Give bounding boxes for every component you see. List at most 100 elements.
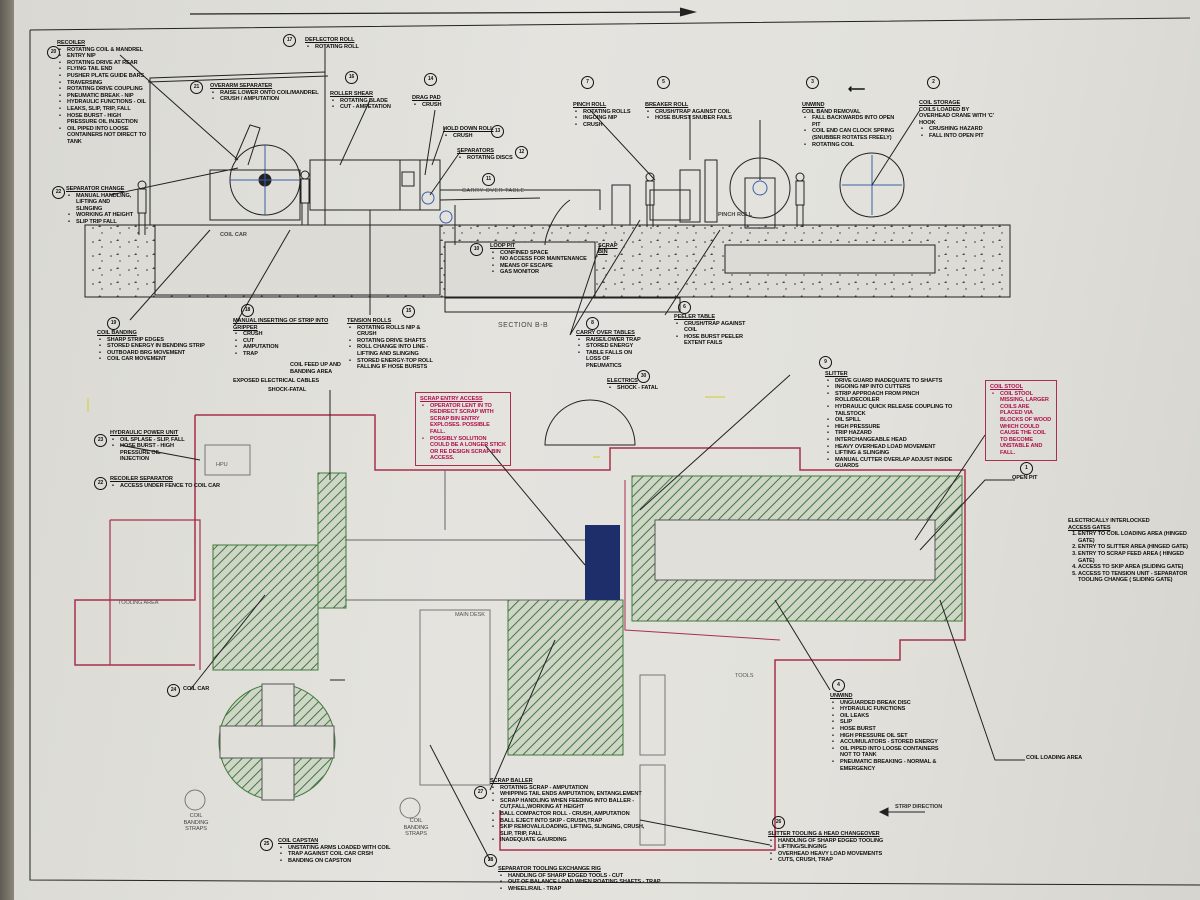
hazard-item: ACCESS UNDER FENCE TO COIL CAR — [120, 483, 220, 490]
hazard-item: CONFINED SPACE — [500, 250, 587, 257]
callout-separators: 12SEPARATORSROTATING DISCS — [457, 146, 528, 161]
hazard-item: LIFTING/SLINGING — [778, 844, 888, 851]
hazard-item: CRUSH — [422, 102, 441, 109]
callout-title: DEFLECTOR ROLL — [305, 37, 355, 43]
callout-number: 21 — [190, 81, 203, 94]
callout-number: 4 — [832, 679, 845, 692]
hazard-item: CUT — [243, 338, 333, 345]
callout-title: SEPARATORS — [457, 148, 494, 154]
hazard-item: HEAVY OVERHEAD LOAD MOVEMENT — [835, 444, 965, 451]
pinch-roll-label: PINCH ROLL — [718, 212, 753, 218]
hazard-item: MEANS OF ESCAPE — [500, 263, 587, 270]
hazard-item: HIGH PRESSURE — [835, 424, 965, 431]
hazard-item: ROTATING ROLL — [315, 44, 359, 51]
hazard-item: LEAKS, SLIP, TRIP, FALL — [67, 106, 149, 113]
callout-title: LOOP PIT — [490, 243, 516, 249]
callout-title: COIL CAR — [183, 686, 210, 692]
hazard-item: TABLE FALLS ON LOSS OF PNEUMATICS — [586, 350, 646, 370]
hazard-item: RAISE/LOWER TRAP — [586, 337, 646, 344]
hazard-item: CRUSH / AMPUTATION — [220, 96, 319, 103]
operator-figure-2 — [300, 170, 310, 225]
coil-feed-label: COIL FEED UP AND BANDING AREA — [290, 362, 341, 375]
callout-electrics: 30ELECTRICSSHOCK - FATAL — [607, 370, 658, 391]
note-title: SCRAP ENTRY ACCESS — [420, 396, 483, 402]
hazard-item: ENTRY TO SCRAP FEED AREA ( HINGED GATE) — [1078, 551, 1200, 564]
hpu-label: HPU — [216, 462, 228, 468]
callout-number: 25 — [260, 838, 273, 851]
operator-figure-4 — [795, 172, 805, 227]
callout-number: 22 — [52, 186, 65, 199]
hazard-item: UNSTATING ARMS LOADED WITH COIL — [288, 845, 391, 852]
hazard-item: TRIP HAZARD — [835, 430, 965, 437]
banding-straps-label: COIL BANDING STRAPS — [183, 813, 209, 833]
hazard-item: HOSE BURST - HIGH PRESSURE OIL INJECTION — [120, 443, 185, 463]
callout-slitter: 9SLITTERDRIVE GUARD INADEQUATE TO SHAFTS… — [819, 356, 965, 470]
callout-number: 14 — [424, 73, 437, 86]
coil-stool-note: COIL STOOLCOIL STOOL MISSING, LARGER COI… — [985, 380, 1057, 461]
operator-figure-1 — [137, 180, 147, 235]
coil-car-label: COIL CAR — [220, 232, 247, 238]
callout-title: BREAKER ROLL — [645, 102, 689, 108]
callout-number: 1 — [1020, 462, 1033, 475]
operator-figure-3 — [645, 172, 655, 227]
tools-label: TOOLS — [735, 673, 754, 679]
callout-title: SCRAP BALLER — [490, 778, 533, 784]
tooling-area-label: TOOLING AREA — [118, 600, 159, 606]
hazard-item: FALL INTO OPEN PIT — [929, 133, 999, 140]
hazard-item: ROTATING ROLLS — [583, 109, 631, 116]
hazard-item: TRAVERSING — [67, 80, 149, 87]
hazard-item: OUTBOARD BRG MOVEMENT — [107, 350, 205, 357]
hazard-item: BALL EJECT INTO SKIP - CRUSH,TRAP — [500, 818, 655, 825]
hazard-item: ROTATING DRIVE COUPLING — [67, 86, 149, 93]
hazard-item: STRIP APPROACH FROM PINCH ROLL/DECOILER — [835, 391, 965, 404]
hazard-item: FALL BACKWARDS INTO OPEN PIT — [812, 115, 897, 128]
hazard-item: DRIVE GUARD INADEQUATE TO SHAFTS — [835, 378, 965, 385]
section-label: SECTION B-B — [498, 322, 549, 329]
hazard-item: OIL SPLASE - SLIP, FALL — [120, 437, 185, 444]
callout-number: 3 — [806, 76, 819, 89]
hazard-item: CUTS, CRUSH, TRAP — [778, 857, 888, 864]
callout-number: 26 — [772, 816, 785, 829]
shock-fatal-label: SHOCK-FATAL — [268, 387, 307, 393]
callout-number: 23 — [94, 434, 107, 447]
hazard-item: COIL CAR MOVEMENT — [107, 356, 205, 363]
hazard-item: ROTATING DRIVE AT REAR — [67, 60, 149, 67]
hazard-item: OIL PIPED INTO LOOSE CONTAINERS NOT DIRE… — [67, 126, 149, 146]
callout-number: 6 — [678, 301, 691, 314]
hazard-item: ACCESS TO TENSION UNIT - SEPARATOR TOOLI… — [1078, 571, 1200, 584]
callout-number: 22 — [94, 477, 107, 490]
callout-title: SLITTER TOOLING & HEAD CHANGEOVER — [768, 831, 880, 837]
hazard-item: ENTRY TO COIL LOADING AREA (HINGED GATE) — [1078, 531, 1200, 544]
callout-title: CARRY OVER TABLES — [576, 330, 635, 336]
hazard-item: GAS MONITOR — [500, 269, 587, 276]
callout-title: TENSION ROLLS — [347, 318, 392, 324]
hazard-item: MANUAL HANDLING, LIFTING AND SLINGING — [76, 193, 136, 213]
hazard-item: CRUSHING HAZARD — [929, 126, 999, 133]
hazard-item: HANDLING OF SHARP EDGED TOOLS - CUT — [508, 873, 661, 880]
hazard-item: CUT - AMPETATION — [340, 104, 391, 111]
scrap-entry-access-note: SCRAP ENTRY ACCESSOPERATOR LENT IN TO RE… — [415, 392, 511, 466]
hazard-item: PUSHER PLATE GUIDE BARS — [67, 73, 149, 80]
callout-unwind-plan: 4UNWINDUNGUARDED BREAK DISCHYDRAULIC FUN… — [830, 679, 940, 772]
hazard-item: OIL SPILL — [835, 417, 965, 424]
callout-number: 9 — [819, 356, 832, 369]
hazard-item: MANUAL CUTTER OVERLAP ADJUST INSIDE GUAR… — [835, 457, 965, 470]
callout-title: UNWIND — [802, 102, 825, 108]
callout-number: 2 — [927, 76, 940, 89]
hazard-item: CRUSH/TRAP AGAINST COIL — [684, 321, 754, 334]
hazard-item: WHEEL/RAIL - TRAP — [508, 886, 661, 893]
hazard-item: ACCUMULATORS - STORED ENERGY — [840, 739, 940, 746]
